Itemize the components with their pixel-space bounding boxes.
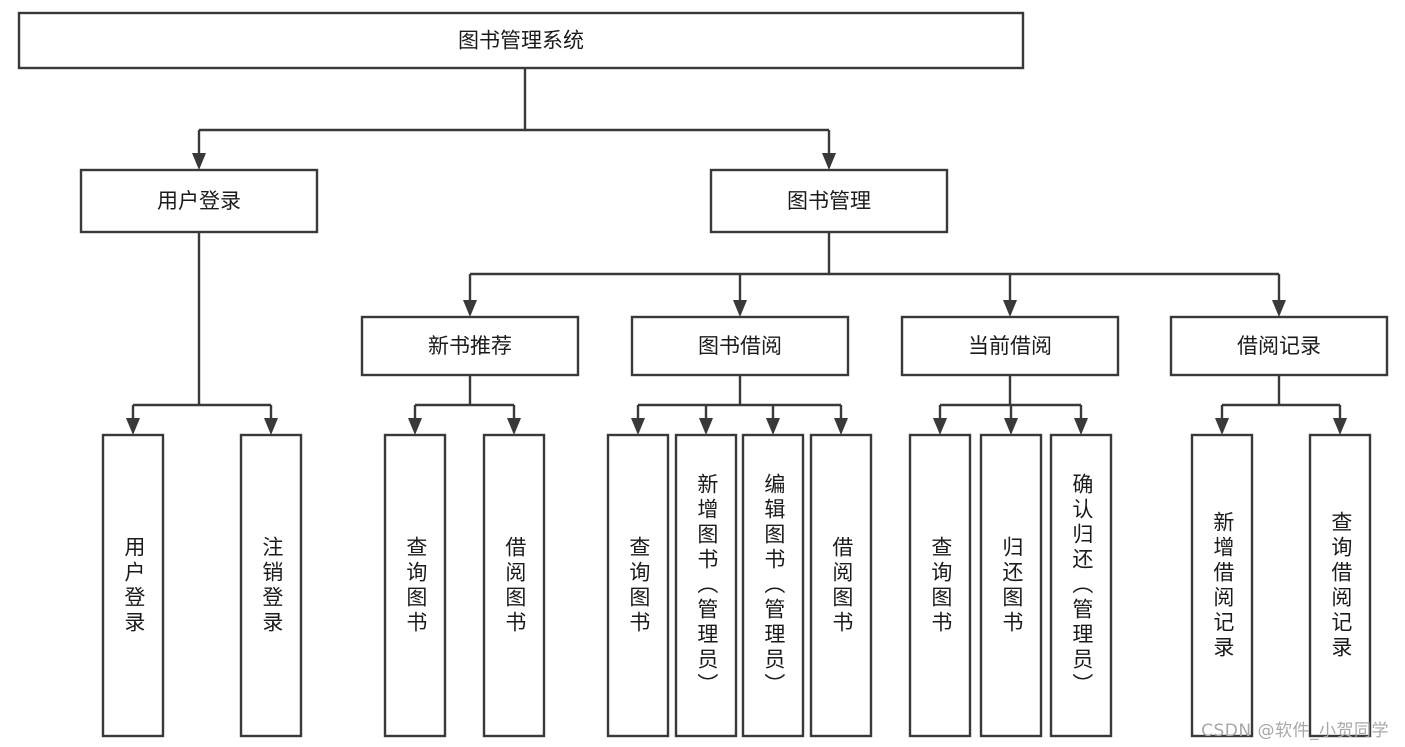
leaf-box-leaf-return-book[interactable]: [979, 433, 1043, 738]
arrow-head-icon-current-borrow: [1003, 300, 1017, 317]
arrow-head-icon-leaf-edit-book: [766, 418, 780, 435]
connector-layer: [126, 68, 1347, 435]
arrow-head-icon-leaf-query-book-1: [408, 418, 422, 435]
leaf-box-leaf-query-record[interactable]: [1308, 433, 1372, 738]
node-box-current-borrow[interactable]: [900, 315, 1120, 377]
node-label-book-borrow: 图书借阅: [698, 334, 782, 358]
arrow-head-icon-book-manage: [822, 153, 836, 170]
node-box-user-login[interactable]: [79, 168, 319, 234]
node-box-book-borrow[interactable]: [630, 315, 850, 377]
arrow-head-icon-leaf-user-login: [126, 418, 140, 435]
node-box-book-manage[interactable]: [709, 168, 949, 234]
arrow-head-icon-leaf-logout: [264, 418, 278, 435]
arrow-head-icon-leaf-query-book-3: [933, 418, 947, 435]
arrow-head-icon-new-book-recommend: [463, 300, 477, 317]
node-box-new-book-recommend[interactable]: [360, 315, 580, 377]
arrow-head-icon-user-login: [192, 153, 206, 170]
arrow-head-icon-leaf-query-record: [1333, 418, 1347, 435]
leaf-box-leaf-add-record[interactable]: [1190, 433, 1254, 738]
node-label-borrow-record: 借阅记录: [1237, 334, 1321, 358]
arrow-head-icon-book-borrow: [733, 300, 747, 317]
arrow-head-icon-leaf-query-book-2: [631, 418, 645, 435]
box-layer: [17, 11, 1389, 738]
leaf-box-leaf-borrow-book-1[interactable]: [482, 433, 546, 738]
arrow-head-icon-leaf-borrow-book-2: [834, 418, 848, 435]
arrow-head-icon-borrow-record: [1272, 300, 1286, 317]
node-label-new-book-recommend: 新书推荐: [428, 334, 512, 358]
leaf-box-leaf-confirm-return[interactable]: [1049, 433, 1113, 738]
node-box-root[interactable]: [17, 11, 1025, 70]
leaf-box-leaf-borrow-book-2[interactable]: [809, 433, 873, 738]
arrow-head-icon-leaf-add-book: [699, 418, 713, 435]
leaf-box-leaf-add-book[interactable]: [674, 433, 738, 738]
node-label-root: 图书管理系统: [458, 29, 584, 53]
node-label-user-login: 用户登录: [157, 189, 241, 213]
node-label-book-manage: 图书管理: [787, 189, 871, 213]
leaf-box-leaf-query-book-3[interactable]: [908, 433, 972, 738]
leaf-box-leaf-query-book-2[interactable]: [606, 433, 670, 738]
leaf-box-leaf-query-book-1[interactable]: [383, 433, 447, 738]
leaf-box-leaf-user-login[interactable]: [101, 433, 165, 738]
watermark: CSDN @软件_小贺同学: [1201, 721, 1389, 741]
arrow-head-icon-leaf-return-book: [1004, 418, 1018, 435]
leaf-box-leaf-edit-book[interactable]: [741, 433, 805, 738]
arrow-head-icon-leaf-add-record: [1215, 418, 1229, 435]
node-label-current-borrow: 当前借阅: [968, 334, 1052, 358]
node-box-borrow-record[interactable]: [1169, 315, 1389, 377]
arrow-head-icon-leaf-borrow-book-1: [507, 418, 521, 435]
leaf-box-leaf-logout[interactable]: [239, 433, 303, 738]
arrow-head-icon-leaf-confirm-return: [1074, 418, 1088, 435]
